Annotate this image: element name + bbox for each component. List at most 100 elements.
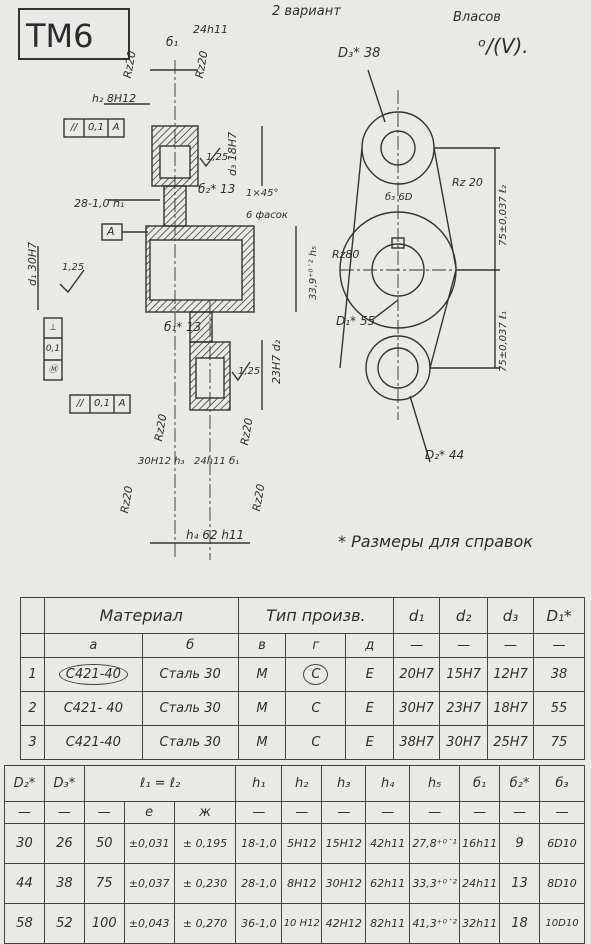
material-table: Материал Тип произв. d₁ d₂ d₃ D₁* а б в … xyxy=(20,597,585,760)
letter-v: в xyxy=(237,633,287,658)
cell-b3: 6D10 xyxy=(538,823,586,864)
label-d2-23h7: 23H7 d₂ xyxy=(270,339,283,384)
row-index: 2 xyxy=(20,691,45,726)
label-rz20-g: Rz 20 xyxy=(452,176,483,189)
letter-dash: — xyxy=(365,801,411,824)
letter-dash: — xyxy=(487,633,535,658)
label-rz80: Rz80 xyxy=(332,248,360,261)
cell-h5: 27,8⁺⁰˙¹ xyxy=(409,823,461,864)
label-h3: 30H12 h₃ xyxy=(138,456,185,467)
datum-a: A xyxy=(107,225,115,238)
letters-blank xyxy=(20,633,45,658)
letter-dash: — xyxy=(4,801,45,824)
cell-v: М xyxy=(237,725,287,760)
letter-dash: — xyxy=(439,633,489,658)
cell-g: С xyxy=(285,725,347,760)
cell-d: Е xyxy=(345,691,395,726)
header-h1: h₁ xyxy=(235,765,283,802)
table-row: 2 С421- 40 Сталь 30 М С Е 30H7 23H7 18H7… xyxy=(20,691,585,726)
cell-e: ±0,043 xyxy=(123,903,175,944)
table-row: 44 38 75 ±0,037 ± 0,230 28-1,0 8H12 30H1… xyxy=(4,863,586,904)
header-d3: d₃ xyxy=(487,597,535,634)
label-h2: h₂ 8H12 xyxy=(92,92,137,105)
label-rough-c: 1,25 xyxy=(238,366,261,377)
cell-h3: 30H12 xyxy=(321,863,367,904)
frame2-datum: A xyxy=(118,398,126,409)
cell-b2: 9 xyxy=(499,823,540,864)
header-h2: h₂ xyxy=(281,765,323,802)
label-b1-13: б₁* 13 xyxy=(164,320,202,334)
cell-h3: 15H12 xyxy=(321,823,367,864)
letter-dash: — xyxy=(83,801,125,824)
tolerance-frame-1: // 0,1 A xyxy=(64,119,124,137)
label-chamfer-note: 6 фасок xyxy=(246,210,288,221)
cell-d: Е xyxy=(345,657,395,692)
letter-d: д xyxy=(345,633,395,658)
frame1-datum: A xyxy=(112,122,120,133)
label-l1: 75±0,037 ℓ₁ xyxy=(498,310,509,372)
cell-g: С xyxy=(285,657,347,692)
cell-D1: 38 xyxy=(533,657,585,692)
header-h3: h₃ xyxy=(321,765,367,802)
letter-dash: — xyxy=(43,801,85,824)
letter-a: а xyxy=(43,633,143,658)
grade-mark: ᵒ/(V). xyxy=(478,34,529,58)
header-b3: б₃ xyxy=(538,765,586,802)
letter-dash: — xyxy=(409,801,461,824)
cell-l: 75 xyxy=(83,863,125,904)
letter-dash: — xyxy=(393,633,441,658)
header-h4: h₄ xyxy=(365,765,411,802)
row-index: 3 xyxy=(20,725,45,760)
letter-dash: — xyxy=(459,801,501,824)
cell-D1: 75 xyxy=(533,725,585,760)
label-h4: h₄ 62 h11 xyxy=(186,528,245,542)
header-D2: D₂* xyxy=(4,765,45,802)
author-name: Власов xyxy=(453,10,501,25)
cell-D3: 26 xyxy=(43,823,85,864)
cell-d2: 30H7 xyxy=(439,725,489,760)
cell-b2: 13 xyxy=(499,863,540,904)
frame2-value: 0,1 xyxy=(94,398,110,409)
reference-note: * Размеры для справок xyxy=(338,532,533,551)
cell-b3: 8D10 xyxy=(538,863,586,904)
cell-b3: 10D10 xyxy=(538,903,586,944)
cell-grade: С421- 40 xyxy=(43,691,143,726)
cell-d: Е xyxy=(345,725,395,760)
letter-dash: — xyxy=(533,633,585,658)
cell-h2: 5H12 xyxy=(281,823,323,864)
cell-zh: ± 0,270 xyxy=(173,903,237,944)
cell-h5: 41,3⁺⁰˙² xyxy=(409,903,461,944)
cell-b1: 32h11 xyxy=(459,903,501,944)
cell-h4: 42h11 xyxy=(365,823,411,864)
label-d3-38: D₃* 38 xyxy=(338,46,381,61)
header-material: Материал xyxy=(43,597,239,634)
label-d2-44: D₂* 44 xyxy=(425,448,465,462)
label-d1-30h7: d₁ 30H7 xyxy=(26,241,39,286)
frame1-symbol: // xyxy=(70,122,78,133)
label-h5: 33,9⁺⁰˙² h₅ xyxy=(308,245,319,300)
cell-d1: 30H7 xyxy=(393,691,441,726)
cell-d2: 23H7 xyxy=(439,691,489,726)
header-production-type: Тип произв. xyxy=(237,597,395,634)
variant-note: 2 вариант xyxy=(272,4,341,19)
cell-d3: 12H7 xyxy=(487,657,535,692)
cell-D3: 52 xyxy=(43,903,85,944)
frame1-value: 0,1 xyxy=(88,122,104,133)
letter-g: г xyxy=(285,633,347,658)
cell-h4: 82h11 xyxy=(365,903,411,944)
cell-h1: 36-1,0 xyxy=(235,903,283,944)
letter-dash: — xyxy=(321,801,367,824)
table-row: 3 С421-40 Сталь 30 М С Е 38H7 30H7 25H7 … xyxy=(20,725,585,760)
cell-d3: 25H7 xyxy=(487,725,535,760)
label-d1-55: D₁* 55 xyxy=(336,314,376,328)
label-rough-a: 1,25 xyxy=(206,152,229,163)
cell-grade: С421-40 xyxy=(43,725,143,760)
table-row: 1 С421-40 Сталь 30 М С Е 20H7 15H7 12H7 … xyxy=(20,657,585,692)
cell-l: 100 xyxy=(83,903,125,944)
cell-steel: Сталь 30 xyxy=(141,657,239,692)
cell-b1: 24h11 xyxy=(459,863,501,904)
cell-h5: 33,3⁺⁰˙² xyxy=(409,863,461,904)
header-h5: h₅ xyxy=(409,765,461,802)
label-24h11-b: 24h11 б₁ xyxy=(194,456,240,467)
cell-d1: 20H7 xyxy=(393,657,441,692)
